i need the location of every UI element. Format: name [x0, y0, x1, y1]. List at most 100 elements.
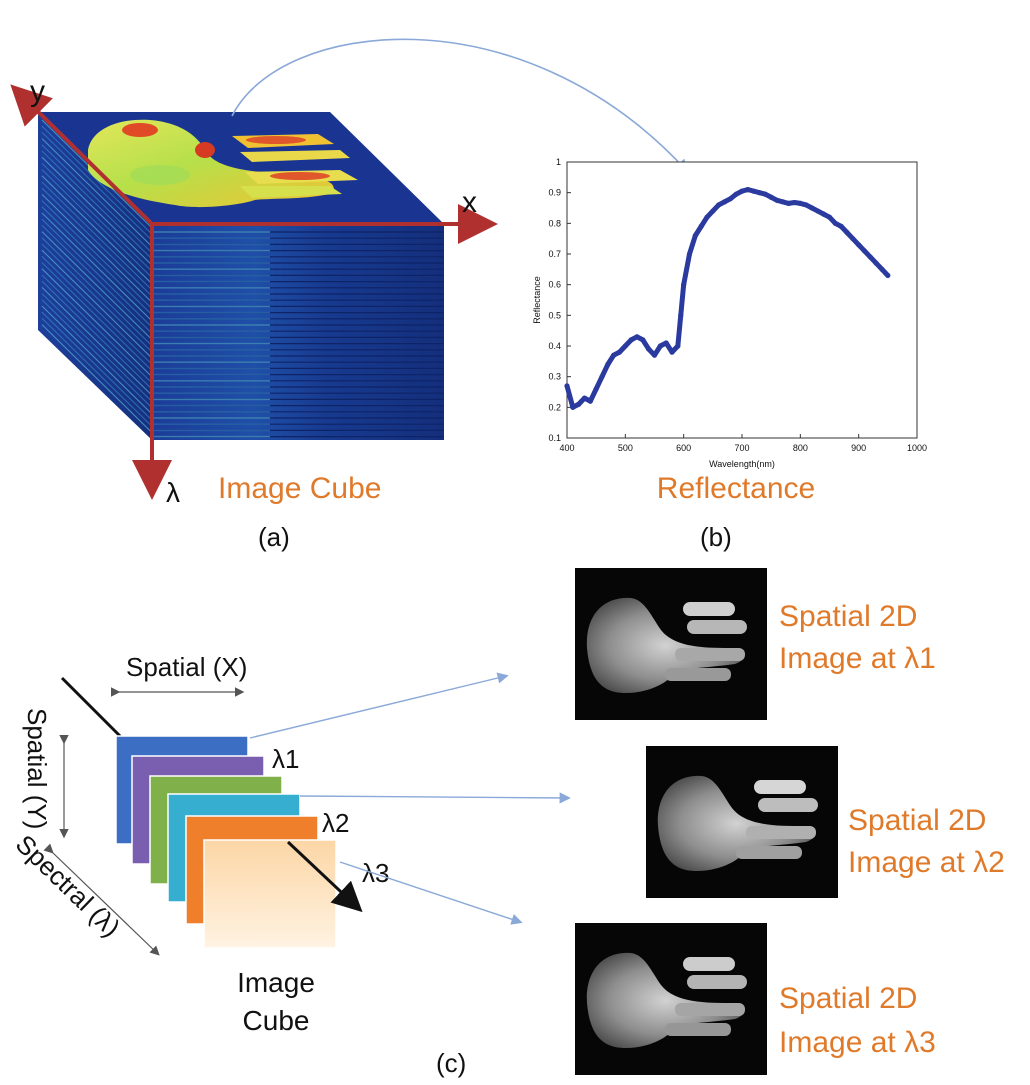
reflectance-point — [856, 242, 862, 248]
cube-side-layer-line — [41, 144, 153, 254]
cube-side-layer-line — [41, 138, 153, 247]
cube-side-layer-line — [41, 243, 153, 353]
cube-front-face — [152, 224, 444, 440]
reflectance-point — [867, 254, 873, 260]
reflectance-point — [850, 236, 856, 242]
image-lambda3-line1: Spatial 2D — [779, 982, 917, 1015]
y-tick-label: 0.3 — [548, 372, 561, 382]
reflectance-point — [873, 260, 879, 266]
reflectance-point — [832, 220, 838, 226]
y-tick-label: 1 — [556, 157, 561, 167]
y-tick-label: 0.4 — [548, 341, 561, 351]
reflectance-point — [751, 188, 757, 194]
reflectance-point — [710, 208, 716, 214]
reflectance-point — [768, 194, 774, 200]
cube-side-layer-line — [41, 305, 153, 415]
cube-side-layer-line — [41, 218, 153, 328]
reflectance-point — [821, 211, 827, 217]
cube-side-layer-line — [41, 206, 153, 316]
cube-side-layer-line — [41, 175, 153, 285]
cube-side-layer-line — [41, 132, 153, 241]
spectral-layer-stack — [115, 735, 337, 949]
cube-side-layer-line — [41, 293, 153, 402]
cube-side-layer-line — [41, 212, 153, 322]
reflectance-point — [809, 205, 815, 211]
reflectance-title: Reflectance — [657, 472, 815, 505]
cube-side-layer-line — [41, 225, 153, 334]
reflectance-point — [605, 361, 611, 367]
lambda3-connector — [339, 861, 523, 925]
reflectance-point — [634, 334, 640, 340]
reflectance-point — [733, 191, 739, 197]
reflectance-point — [698, 223, 704, 229]
spatial-x-label: Spatial (X) — [126, 652, 247, 682]
chart-xlabel: Wavelength(nm) — [709, 459, 775, 469]
reflectance-point — [879, 266, 885, 272]
image-lambda1-line1: Spatial 2D — [779, 600, 917, 633]
y-tick-label: 0.6 — [548, 280, 561, 290]
chart-marks — [564, 187, 891, 410]
cube-depth-line-back — [60, 676, 128, 744]
reflectance-point — [721, 199, 728, 205]
image-lambda3-line2: Image at λ3 — [779, 1026, 936, 1059]
reflectance-point — [593, 386, 599, 392]
reflectance-point — [581, 395, 588, 401]
spectral-label: Spectral (λ) — [10, 829, 126, 943]
x-tick-label: 900 — [851, 443, 866, 453]
reflectance-point — [640, 337, 646, 343]
x-tick-label: 400 — [559, 443, 574, 453]
cube-depth-line-front — [286, 840, 363, 913]
cube-side-layer-line — [41, 256, 153, 365]
reflectance-point — [826, 214, 833, 220]
reflectance-point — [686, 251, 693, 257]
image-lambda1-line2: Image at λ1 — [779, 642, 936, 675]
reflectance-point — [745, 187, 751, 193]
x-axis-label: x — [462, 186, 477, 219]
hand-picture — [586, 952, 747, 1049]
lambda1-label: λ1 — [272, 744, 299, 774]
cube-side-layer-line — [41, 181, 153, 291]
cube-side-layer-line — [41, 280, 153, 390]
reflectance-point — [797, 200, 803, 206]
reflectance-point — [628, 337, 634, 343]
reflectance-point — [564, 383, 570, 389]
y-tick-label: 0.1 — [548, 433, 561, 443]
reflectance-point — [611, 352, 617, 358]
lambda1-connector — [249, 672, 509, 739]
reflectance-point — [651, 352, 658, 358]
y-tick-label: 0.2 — [548, 402, 561, 412]
cube-side-layer-line — [41, 150, 153, 260]
reflectance-point — [587, 398, 593, 404]
pixel-to-spectrum-connector — [231, 38, 689, 173]
cube-side-layer-line — [41, 200, 153, 309]
reflectance-point — [780, 199, 786, 205]
reflectance-point — [669, 349, 675, 355]
reflectance-point — [803, 202, 809, 208]
cube-side-layer-line — [41, 249, 153, 359]
panel-a-caption: (a) — [258, 522, 290, 552]
cube-side-layer-line — [41, 163, 153, 272]
cube-side-layer-line — [41, 287, 153, 396]
reflectance-point — [678, 312, 684, 318]
cube-side-layer-line — [41, 318, 153, 427]
image-lambda2-line2: Image at λ2 — [848, 846, 1005, 879]
panel-c-caption: (c) — [436, 1048, 466, 1078]
reflectance-point — [646, 346, 652, 352]
cube-side-layer-line — [41, 125, 153, 235]
y-axis-arrow — [10, 84, 154, 226]
lambda-axis-label: λ — [166, 477, 180, 508]
cube-side-layer-line — [41, 262, 153, 371]
image-cube-title: Image Cube — [218, 472, 381, 505]
cube-side-layer-line — [41, 237, 153, 347]
reflectance-point — [657, 343, 663, 349]
cube-side-layer-line — [41, 268, 153, 378]
cube-side-layer-line — [41, 187, 153, 297]
plot-frame — [566, 161, 918, 439]
reflectance-point — [885, 272, 891, 279]
panel-b-caption: (b) — [700, 522, 732, 552]
panel-a-image-cube: y x λ Image Cube (a) — [10, 75, 498, 552]
y-tick-label: 0.7 — [548, 249, 561, 259]
